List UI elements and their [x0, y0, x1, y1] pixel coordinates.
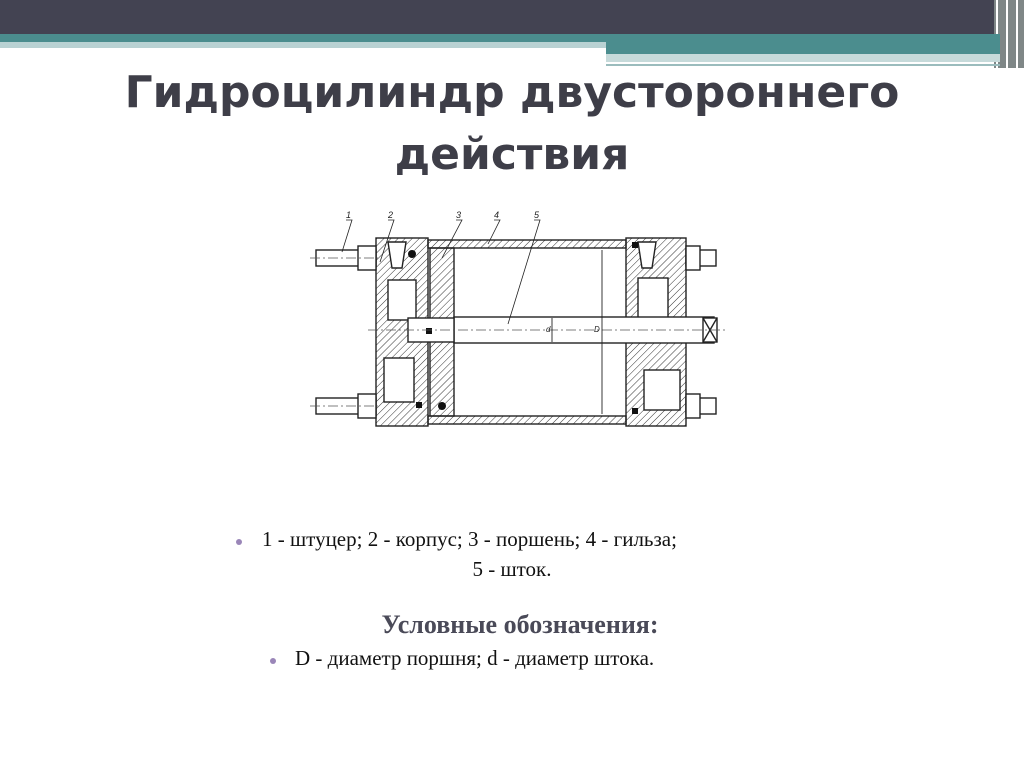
left-port-cone: [387, 241, 407, 269]
header-stripe-teal-right: [606, 42, 1000, 54]
sleeve-bottom-wall: [427, 415, 627, 425]
header-bar: [0, 0, 1024, 34]
nut-bottom-right: [685, 393, 701, 419]
symbols-heading: Условные обозначения:: [381, 610, 659, 639]
left-port-cavity: [387, 279, 417, 321]
nut-top-right: [685, 245, 701, 271]
dimension-d-label: d: [546, 325, 551, 334]
right-port-cone: [637, 241, 657, 269]
callout-leader-1: [341, 219, 353, 253]
header-stripe-light: [0, 42, 606, 48]
header-edge-line: [1016, 0, 1018, 68]
cylinder-drawing: d D 1 2 3 4 5: [310, 210, 726, 427]
seal-ring: [632, 408, 638, 414]
bullet-dot: [236, 539, 242, 545]
callout-4: 4: [494, 210, 499, 220]
right-lower-cavity: [643, 369, 681, 411]
symbols-text: D - диаметр поршня; d - диаметр штока.: [295, 646, 655, 670]
seal-ring: [408, 250, 416, 258]
seal-ring: [632, 242, 638, 248]
header-edge-line: [1006, 0, 1008, 68]
header-stripe-pale: [606, 54, 1000, 62]
callout-1: 1: [346, 210, 351, 220]
seal-ring: [416, 402, 422, 408]
seal-ring: [426, 328, 432, 334]
callout-5: 5: [534, 210, 540, 220]
header-stripe-teal: [0, 34, 1000, 42]
slide-title: Гидроцилиндр двустороннего действия: [100, 62, 924, 186]
callout-leader-3: [441, 219, 463, 259]
right-port-cavity: [637, 277, 669, 319]
callout-leader-5: [507, 219, 541, 325]
callout-2: 2: [387, 210, 393, 220]
header-stripe-thin: [606, 64, 1000, 66]
bullet-dot: [270, 658, 276, 664]
slide-title-line1: Гидроцилиндр двустороннего: [124, 67, 900, 118]
left-lower-cavity: [383, 357, 415, 403]
parts-list-line2: 5 - шток.: [472, 557, 552, 581]
callout-leader-4: [487, 219, 501, 245]
seal-ring: [438, 402, 446, 410]
parts-list-line1: 1 - штуцер; 2 - корпус; 3 - поршень; 4 -…: [262, 527, 677, 551]
callout-leader-2: [379, 219, 395, 263]
callout-3: 3: [456, 210, 461, 220]
slide-title-line2: действия: [394, 129, 630, 180]
dimension-D-label: D: [594, 325, 600, 334]
sleeve-top-wall: [427, 239, 627, 249]
